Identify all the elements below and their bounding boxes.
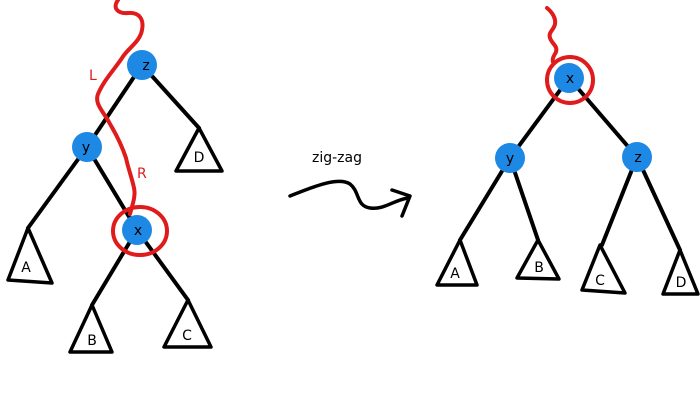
before-subtree-a-label: A (21, 260, 31, 276)
edge-z-d-after (635, 155, 682, 252)
before-access-path (95, 0, 145, 216)
after-node-z-label: z (634, 150, 641, 166)
path-label-right: R (137, 166, 147, 182)
path-label-left: L (89, 68, 97, 84)
edge-x-z (567, 76, 639, 159)
before-subtree-b (68, 303, 114, 354)
edge-x-y (508, 76, 571, 160)
before-node-x-highlight-ring (111, 205, 169, 257)
before-subtree-d (174, 126, 224, 173)
edge-z-c-after (600, 155, 639, 247)
after-subtree-c (580, 243, 627, 295)
before-node-y (72, 132, 102, 162)
after-node-y-label: y (506, 151, 514, 167)
before-node-z (127, 50, 157, 80)
before-subtree-d-label: D (194, 150, 205, 166)
after-node-y (495, 143, 525, 173)
before-node-z-label: z (142, 58, 149, 74)
after-subtree-b (515, 238, 561, 281)
before-node-x (122, 215, 152, 245)
edge-z-y (85, 63, 144, 149)
before-subtree-c-label: C (182, 328, 192, 344)
before-subtree-a (6, 226, 54, 285)
before-subtree-b-label: B (87, 333, 97, 349)
after-subtree-d (661, 248, 700, 296)
after-node-x-highlight-ring (545, 55, 595, 105)
edge-y-a (26, 145, 89, 230)
edge-y-a-after (458, 156, 512, 242)
before-node-x-label: x (134, 223, 142, 239)
before-tree (26, 63, 201, 307)
edge-y-x (85, 145, 139, 232)
after-tree (458, 76, 682, 252)
after-subtree-a (435, 238, 479, 287)
after-subtree-a-label: A (450, 266, 460, 282)
after-subtree-d-label: D (676, 275, 687, 291)
after-subtree-b-label: B (534, 260, 544, 276)
after-access-path (545, 6, 559, 64)
after-node-x (554, 63, 584, 93)
before-subtree-c (162, 298, 213, 349)
after-subtree-c-label: C (595, 273, 605, 289)
curvy-arrow-icon (288, 179, 412, 218)
before-node-y-label: y (82, 140, 90, 156)
operation-label: zig-zag (312, 150, 362, 166)
after-node-z (622, 142, 652, 172)
after-node-x-label: x (566, 71, 574, 87)
